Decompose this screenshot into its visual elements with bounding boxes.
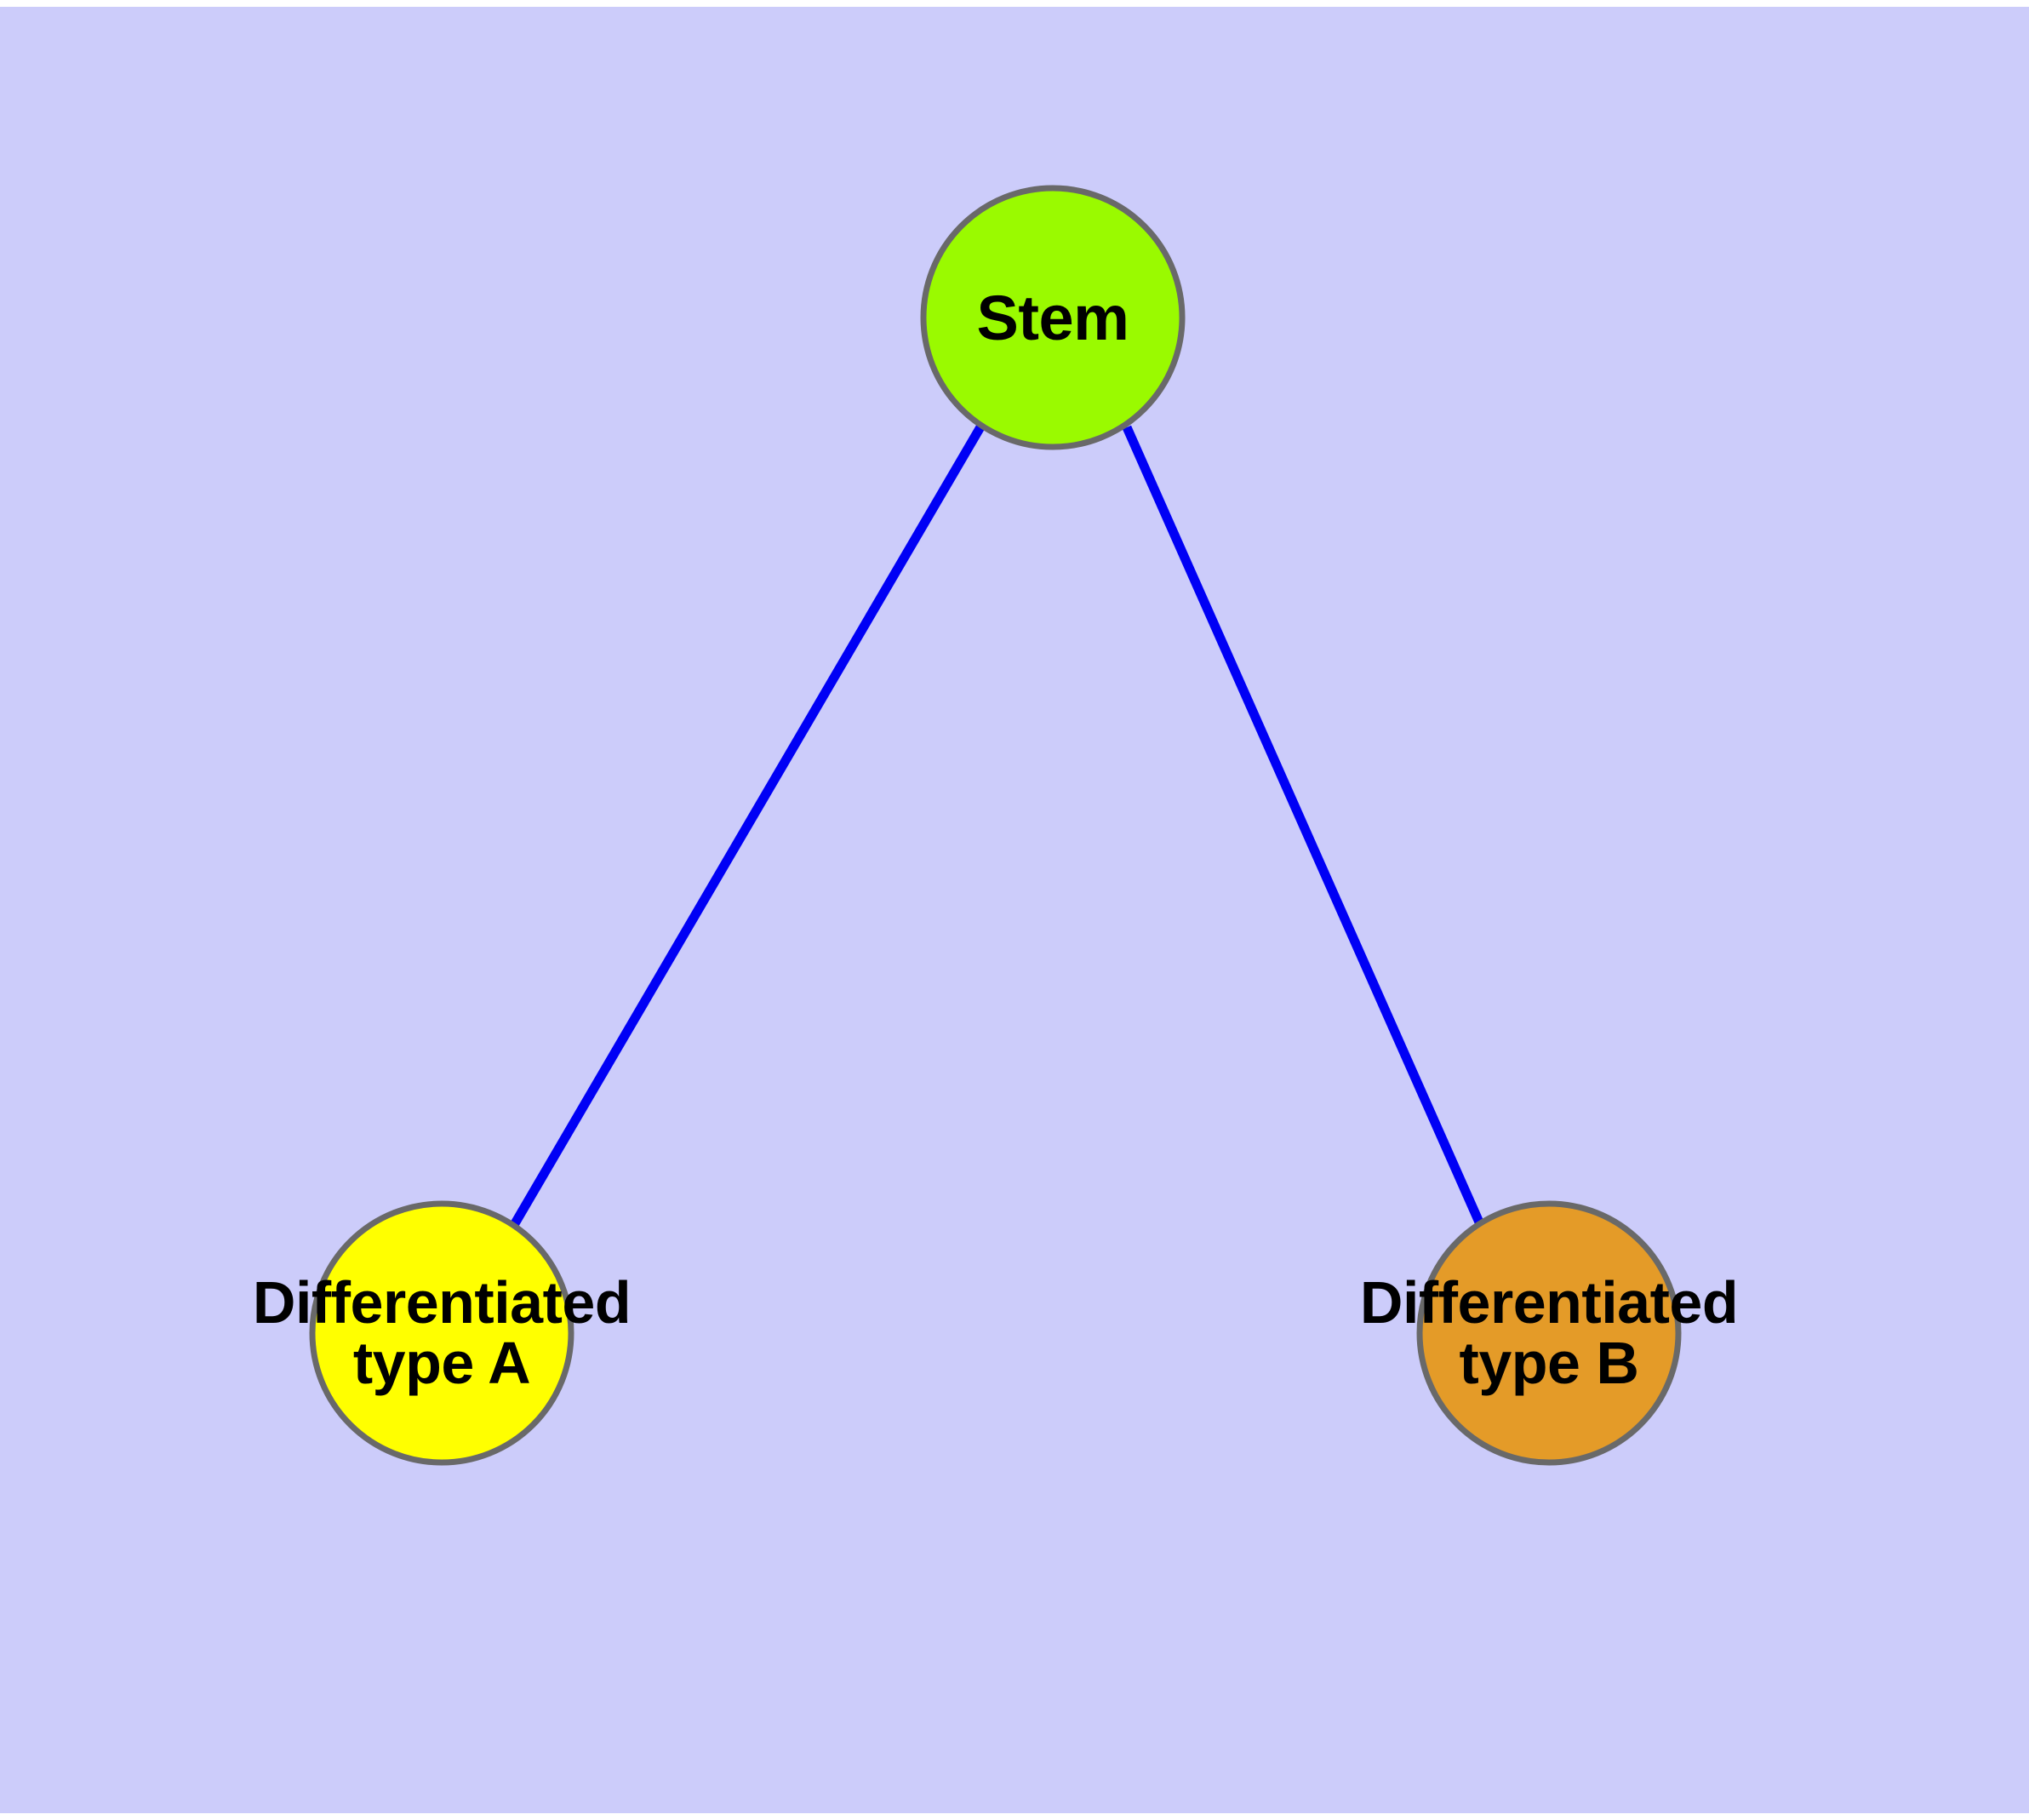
nodes-layer xyxy=(309,185,1682,1466)
graph-node-diff_a[interactable] xyxy=(309,1200,574,1466)
graph-node-diff_b[interactable] xyxy=(1416,1200,1682,1466)
graph-edge xyxy=(1122,425,1485,1227)
graph-edge xyxy=(510,423,986,1228)
edges-layer xyxy=(510,423,1485,1228)
graph-node-stem[interactable] xyxy=(920,185,1186,450)
